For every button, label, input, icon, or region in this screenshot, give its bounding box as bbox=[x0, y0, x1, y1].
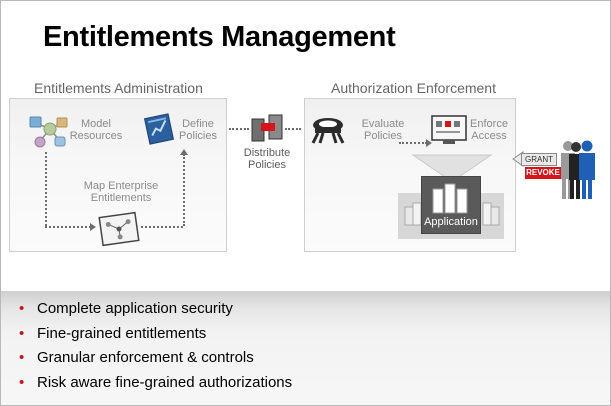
distribute-server-icon bbox=[249, 111, 285, 145]
grant-tag: GRANT bbox=[521, 153, 557, 166]
flow-line bbox=[141, 226, 183, 228]
flow-line bbox=[45, 152, 47, 226]
evaluate-policies-label: Evaluate Policies bbox=[355, 118, 411, 142]
flow-arrow bbox=[180, 149, 188, 155]
enforcement-heading: Authorization Enforcement bbox=[331, 80, 496, 96]
admin-heading: Entitlements Administration bbox=[34, 80, 203, 96]
flow-line bbox=[183, 154, 185, 226]
bullet-dot: • bbox=[19, 325, 24, 342]
bullet-dot: • bbox=[19, 300, 24, 317]
evaluate-gear-icon bbox=[309, 115, 347, 145]
application-label: Application bbox=[421, 216, 481, 228]
flow-line bbox=[285, 128, 301, 130]
flow-line bbox=[399, 142, 427, 144]
map-entitlements-icon bbox=[97, 211, 141, 247]
side-app-icon bbox=[479, 197, 503, 231]
slide-title: Entitlements Management bbox=[43, 21, 395, 54]
bullet-dot: • bbox=[19, 349, 24, 366]
application-stack-icon bbox=[429, 179, 473, 215]
distribute-policies-label: Distribute Policies bbox=[237, 147, 297, 171]
model-resources-icon bbox=[26, 113, 70, 149]
map-entitlements-label: Map Enterprise Entitlements bbox=[71, 180, 171, 204]
enforce-access-label: Enforce Access bbox=[463, 118, 515, 142]
flow-arrow bbox=[90, 223, 96, 231]
define-policies-label: Define Policies bbox=[171, 118, 225, 142]
model-resources-label: Model Resources bbox=[65, 118, 127, 142]
flow-line bbox=[45, 226, 91, 228]
define-policies-icon bbox=[144, 112, 174, 146]
flow-line bbox=[229, 128, 249, 130]
users-icon bbox=[556, 139, 604, 201]
bullet-dot: • bbox=[19, 374, 24, 391]
